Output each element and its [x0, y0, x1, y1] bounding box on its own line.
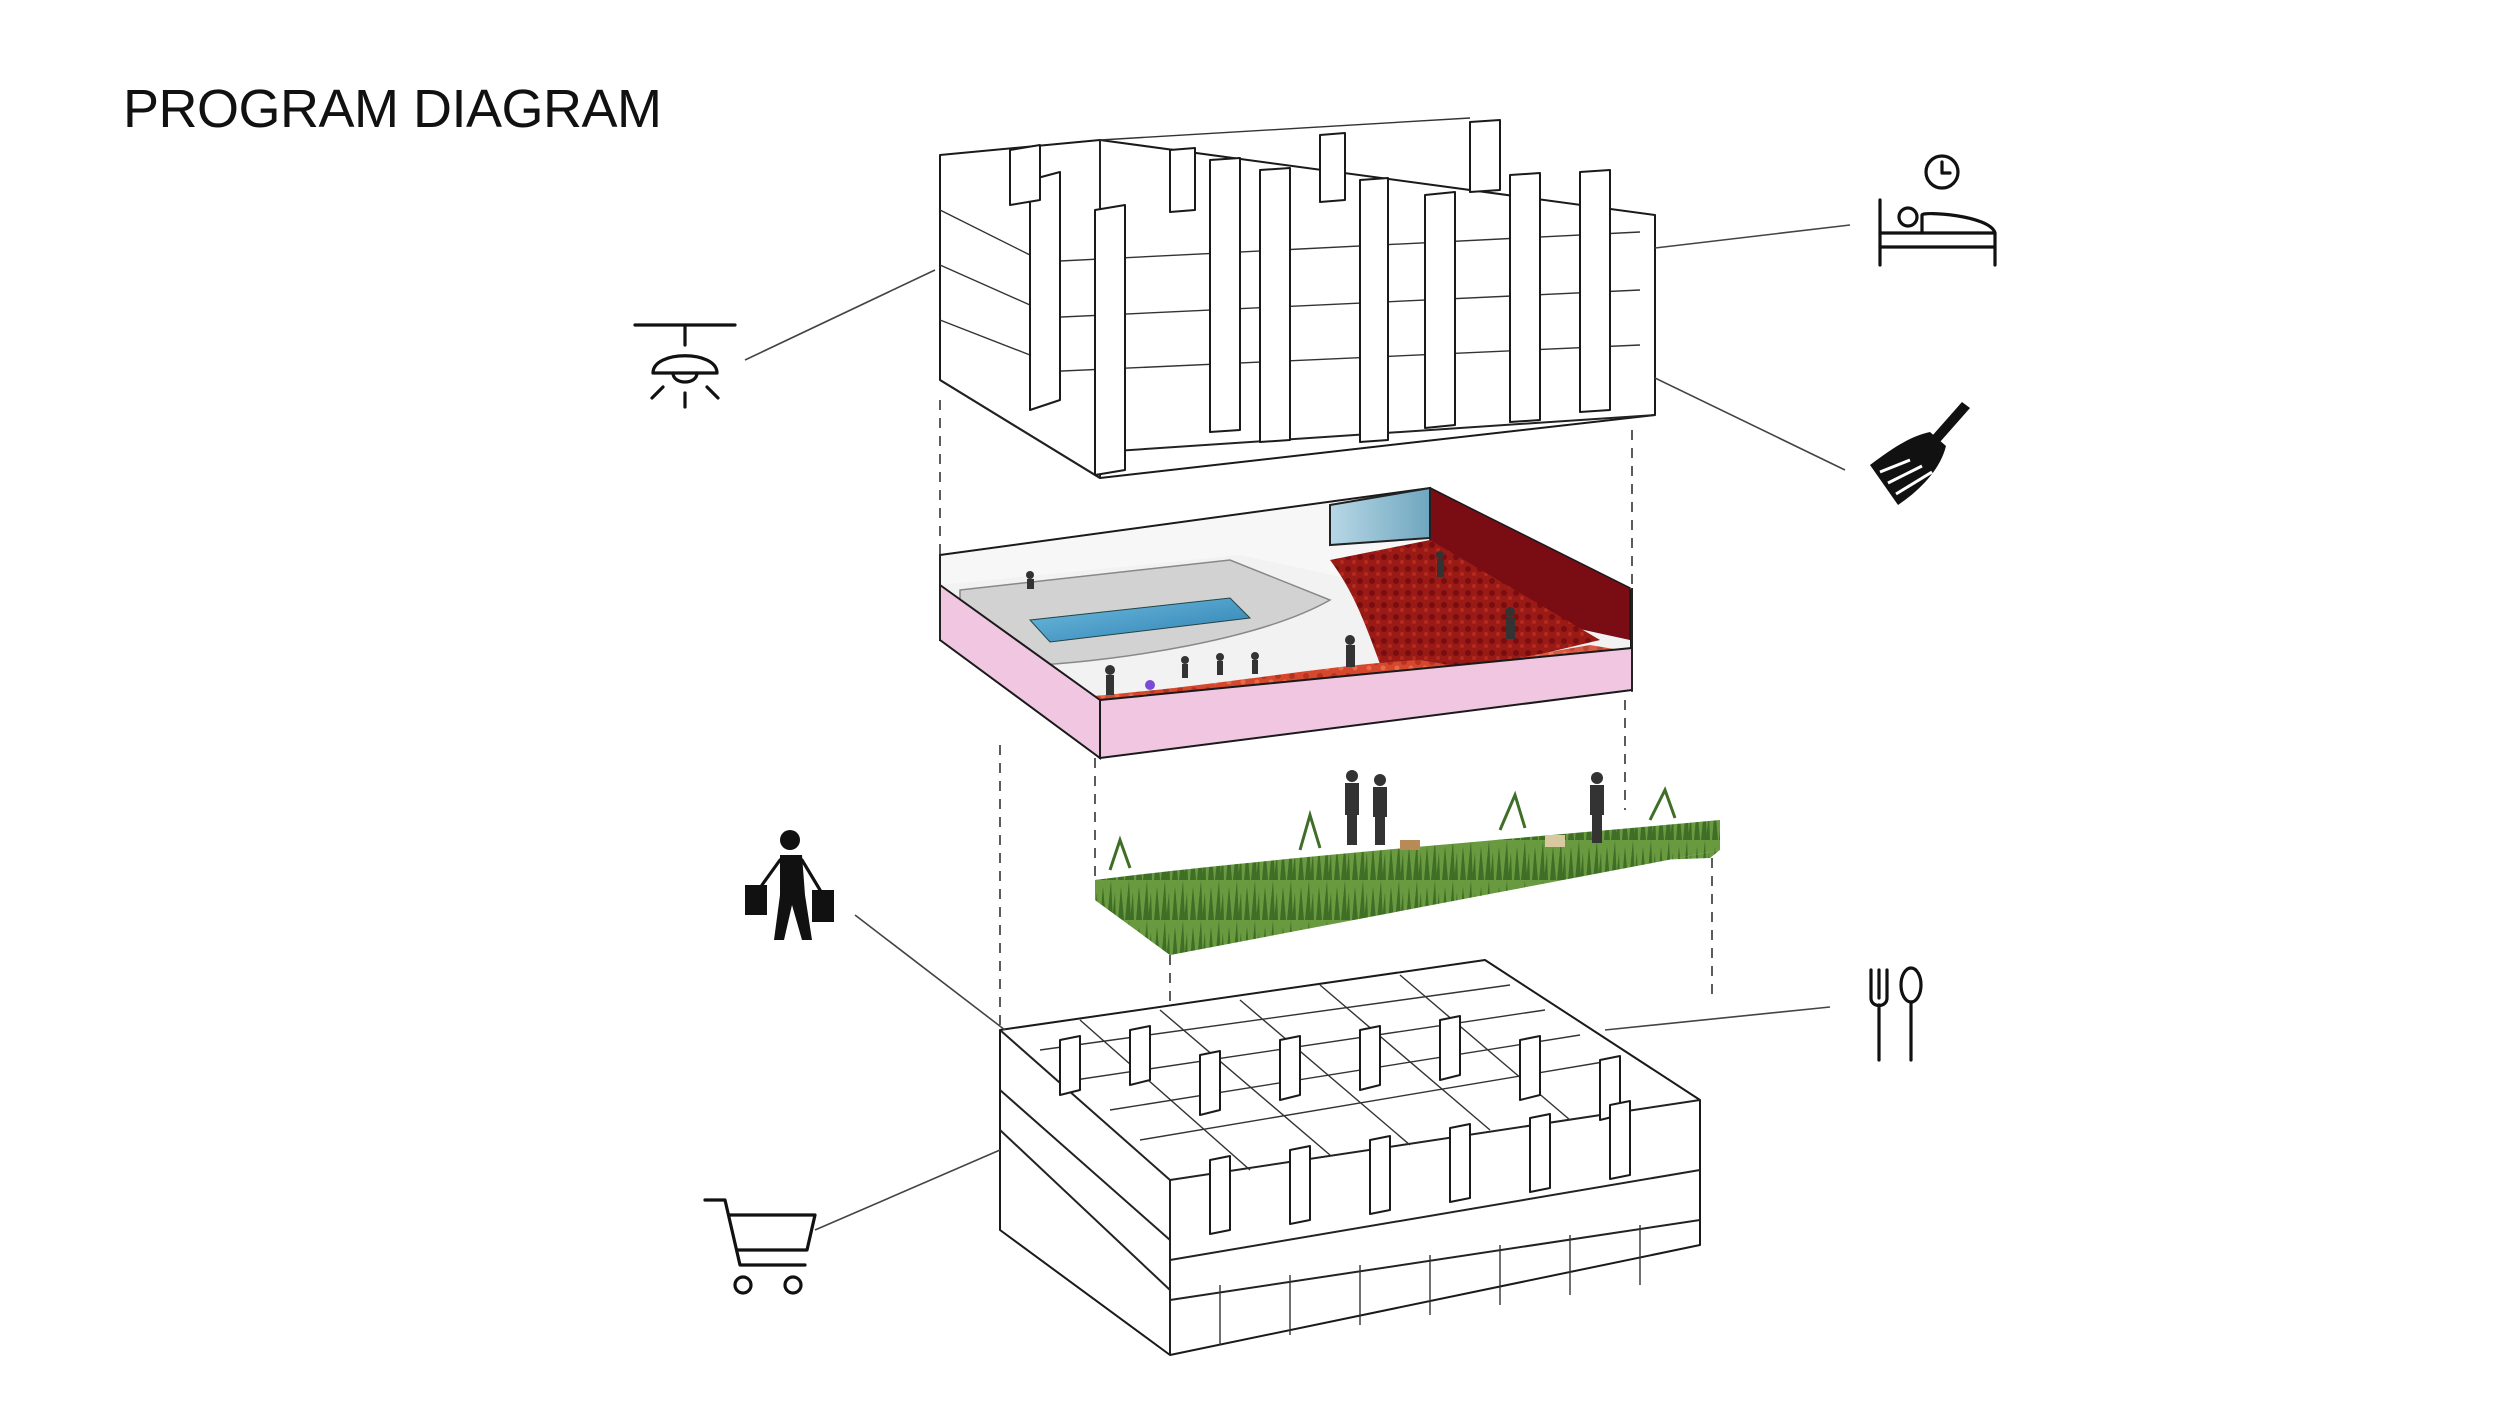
page-title: PROGRAM DIAGRAM [123, 79, 662, 139]
green-roof [1095, 770, 1720, 955]
broom-icon [1870, 402, 1970, 505]
leader-lines [744, 224, 1851, 1231]
commercial-podium [999, 959, 1701, 1356]
shopping-cart-icon [703, 1198, 817, 1295]
shopper-bags-icon [745, 830, 834, 940]
bed-clock-icon [1878, 154, 1997, 267]
playground-pool-deck [939, 486, 1633, 760]
upper-residential-floors [939, 117, 1656, 479]
fork-spoon-icon [1869, 966, 1923, 1062]
ceiling-lamp-icon [633, 323, 737, 409]
